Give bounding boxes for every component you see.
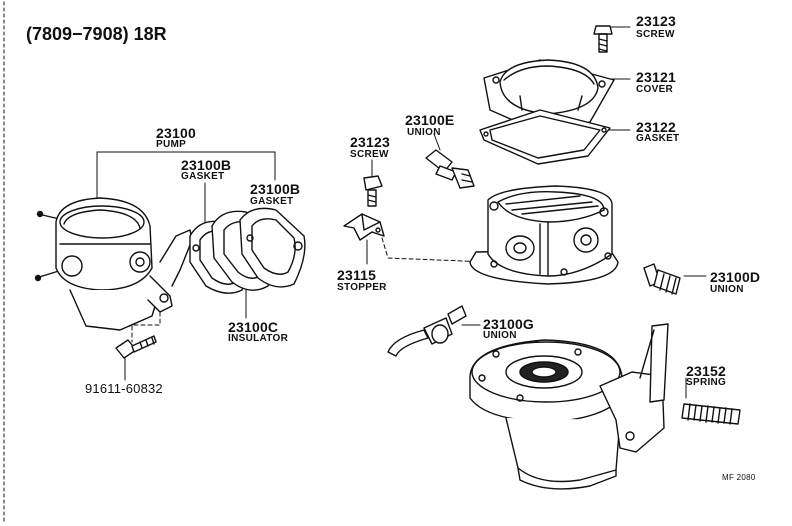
stopper-number: 23115 — [337, 267, 377, 283]
union-e-name: UNION — [407, 127, 441, 138]
stopper-name: STOPPER — [337, 282, 387, 293]
gasket-top-number: 23122 — [636, 119, 676, 135]
pump-number: 23100 — [156, 125, 196, 141]
bolt-part — [115, 335, 157, 359]
gasket-top-name: GASKET — [636, 133, 680, 144]
stopper-part — [343, 213, 385, 241]
union-d-number: 23100D — [710, 269, 761, 285]
insulator-number: 23100C — [228, 319, 279, 335]
union-g-name: UNION — [483, 330, 517, 341]
pump-name: PUMP — [156, 139, 187, 150]
screw-top-name: SCREW — [636, 29, 675, 40]
spring-name: SPRING — [686, 377, 727, 388]
spring-part — [681, 403, 741, 425]
gasket-b2-number: 23100B — [250, 181, 301, 197]
union-g-number: 23100G — [483, 316, 535, 332]
gasket-b1-number: 23100B — [181, 157, 232, 173]
screw-top-part — [593, 25, 613, 53]
screw-mid-part — [363, 175, 383, 207]
figure-code: MF 2080 — [722, 473, 756, 482]
screw-mid-name: SCREW — [350, 149, 389, 160]
left-pump-assembly-part — [34, 197, 193, 331]
cover-number: 23121 — [636, 69, 676, 85]
screw-top-number: 23123 — [636, 13, 676, 29]
screw-mid-number: 23123 — [350, 134, 390, 150]
gasket-b2-name: GASKET — [250, 196, 294, 207]
union-d-part — [643, 263, 681, 295]
gasket-b2-part — [239, 207, 306, 288]
diagram-title: (7809−7908) 18R — [26, 24, 167, 44]
spring-number: 23152 — [686, 363, 726, 379]
bolt-number: 91611-60832 — [85, 381, 163, 396]
lower-pump-body-part — [469, 323, 669, 490]
cover-part — [483, 59, 615, 133]
union-d-name: UNION — [710, 284, 744, 295]
union-g-part — [387, 305, 467, 357]
cover-name: COVER — [636, 84, 674, 95]
gasket-b1-name: GASKET — [181, 171, 225, 182]
union-e-number: 23100E — [405, 112, 455, 128]
gasket-top-part — [479, 109, 611, 165]
insulator-name: INSULATOR — [228, 333, 289, 344]
union-e-part — [425, 149, 475, 189]
upper-housing-part — [469, 185, 619, 285]
